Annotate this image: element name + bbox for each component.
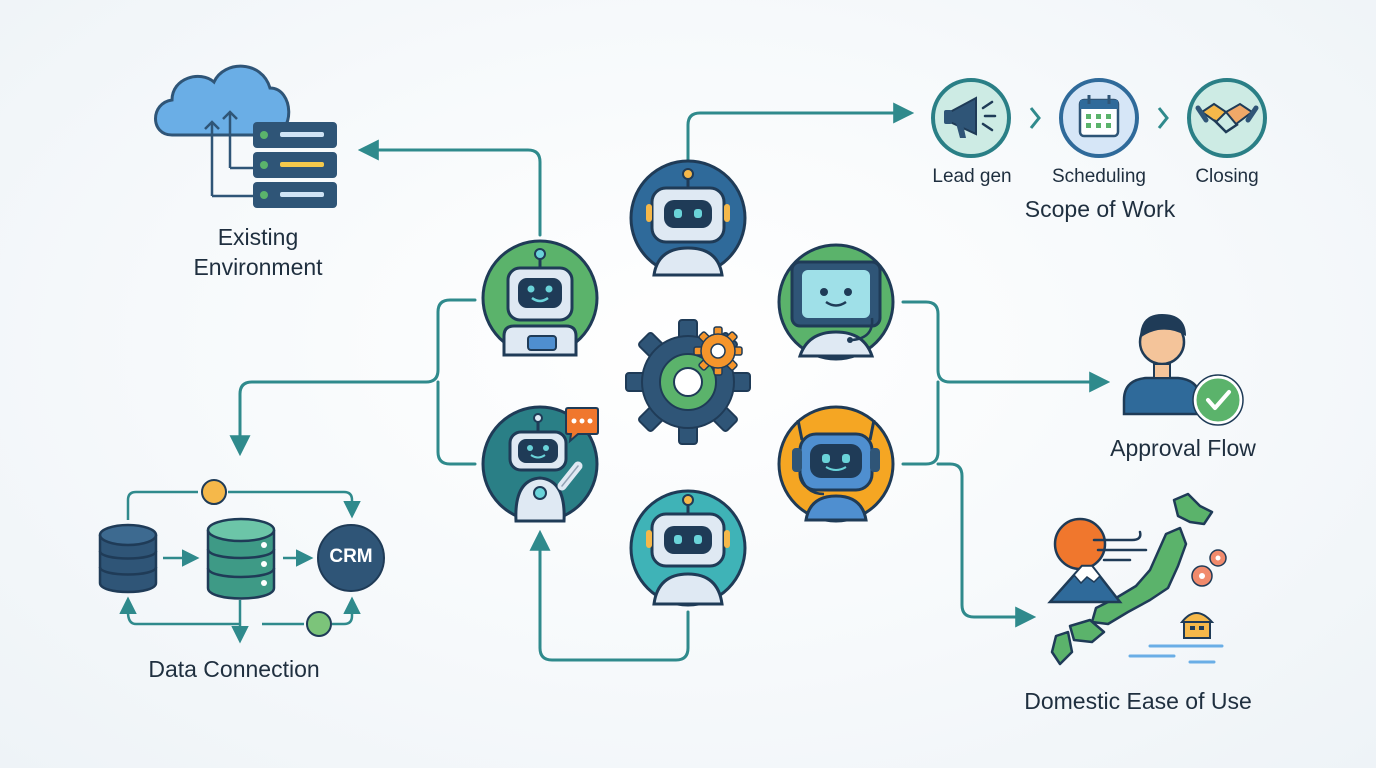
- sync-node-green: [306, 611, 332, 637]
- scope-step-label-lead-gen: Lead gen: [932, 166, 1012, 187]
- existing-environment-title: Existing Environment: [193, 222, 322, 282]
- robot-icon-top: [629, 159, 747, 277]
- checkmark-icon: [1192, 374, 1244, 426]
- calendar-icon: [1059, 78, 1139, 158]
- existing-environment-title-line1: Existing: [217, 224, 299, 250]
- data-connection-title: Data Connection: [148, 656, 320, 682]
- server-rack-icon: [253, 122, 337, 208]
- connector-from-bottom: [529, 529, 690, 662]
- connectors: [229, 102, 1111, 662]
- wave-icon: [1128, 644, 1224, 664]
- crm-label: CRM: [329, 546, 373, 567]
- sun-icon: [1053, 517, 1107, 571]
- connector-branch-lower-left: [436, 380, 477, 466]
- cloud-icon: [154, 64, 291, 137]
- chevron-right-icon: [1029, 107, 1041, 129]
- gear-icon: [625, 319, 751, 445]
- existing-environment: [154, 64, 337, 208]
- sakura-icon: [1191, 549, 1227, 587]
- castle-icon: [1179, 612, 1215, 639]
- robot-icon-bottom: [629, 489, 747, 607]
- domestic-ease-of-use: [1047, 492, 1227, 666]
- connector-to-data: [229, 298, 477, 457]
- data-flow-arrows: [119, 490, 361, 644]
- crm-icon: [317, 524, 385, 592]
- upload-arrows: [204, 110, 253, 198]
- database-icon-green: [206, 517, 276, 600]
- scope-of-work-title: Scope of Work: [1024, 196, 1176, 222]
- connector-branch-approval-lower: [901, 380, 940, 466]
- approval-flow-title: Approval Flow: [1110, 435, 1256, 461]
- robot-icon-right-lower: [777, 405, 895, 523]
- existing-environment-title-line2: Environment: [193, 254, 323, 280]
- connector-to-domestic: [936, 462, 1037, 628]
- robot-icon-right-upper: [777, 243, 895, 361]
- scope-step-label-closing: Closing: [1195, 166, 1259, 187]
- megaphone-icon: [931, 78, 1011, 158]
- robot-icon-left-upper: [481, 239, 599, 357]
- cloud-icon: [1092, 530, 1148, 562]
- data-connection: [98, 479, 385, 644]
- mount-fuji-icon: [1047, 564, 1123, 604]
- database-icon: [98, 523, 158, 594]
- scope-of-work: [931, 78, 1267, 158]
- connector-to-existing: [357, 139, 542, 237]
- connector-to-approval: [901, 300, 1111, 393]
- robot-icon-left-lower: [481, 405, 599, 523]
- domestic-ease-of-use-title: Domestic Ease of Use: [1024, 688, 1252, 714]
- chevron-right-icon: [1157, 107, 1169, 129]
- connector-to-scope: [686, 102, 915, 162]
- chat-bubble-icon: [565, 407, 599, 444]
- approval-flow: [1122, 314, 1244, 426]
- sync-node-orange: [201, 479, 227, 505]
- handshake-icon: [1187, 78, 1267, 158]
- scope-step-label-scheduling: Scheduling: [1051, 166, 1147, 187]
- person-icon: [1122, 314, 1202, 416]
